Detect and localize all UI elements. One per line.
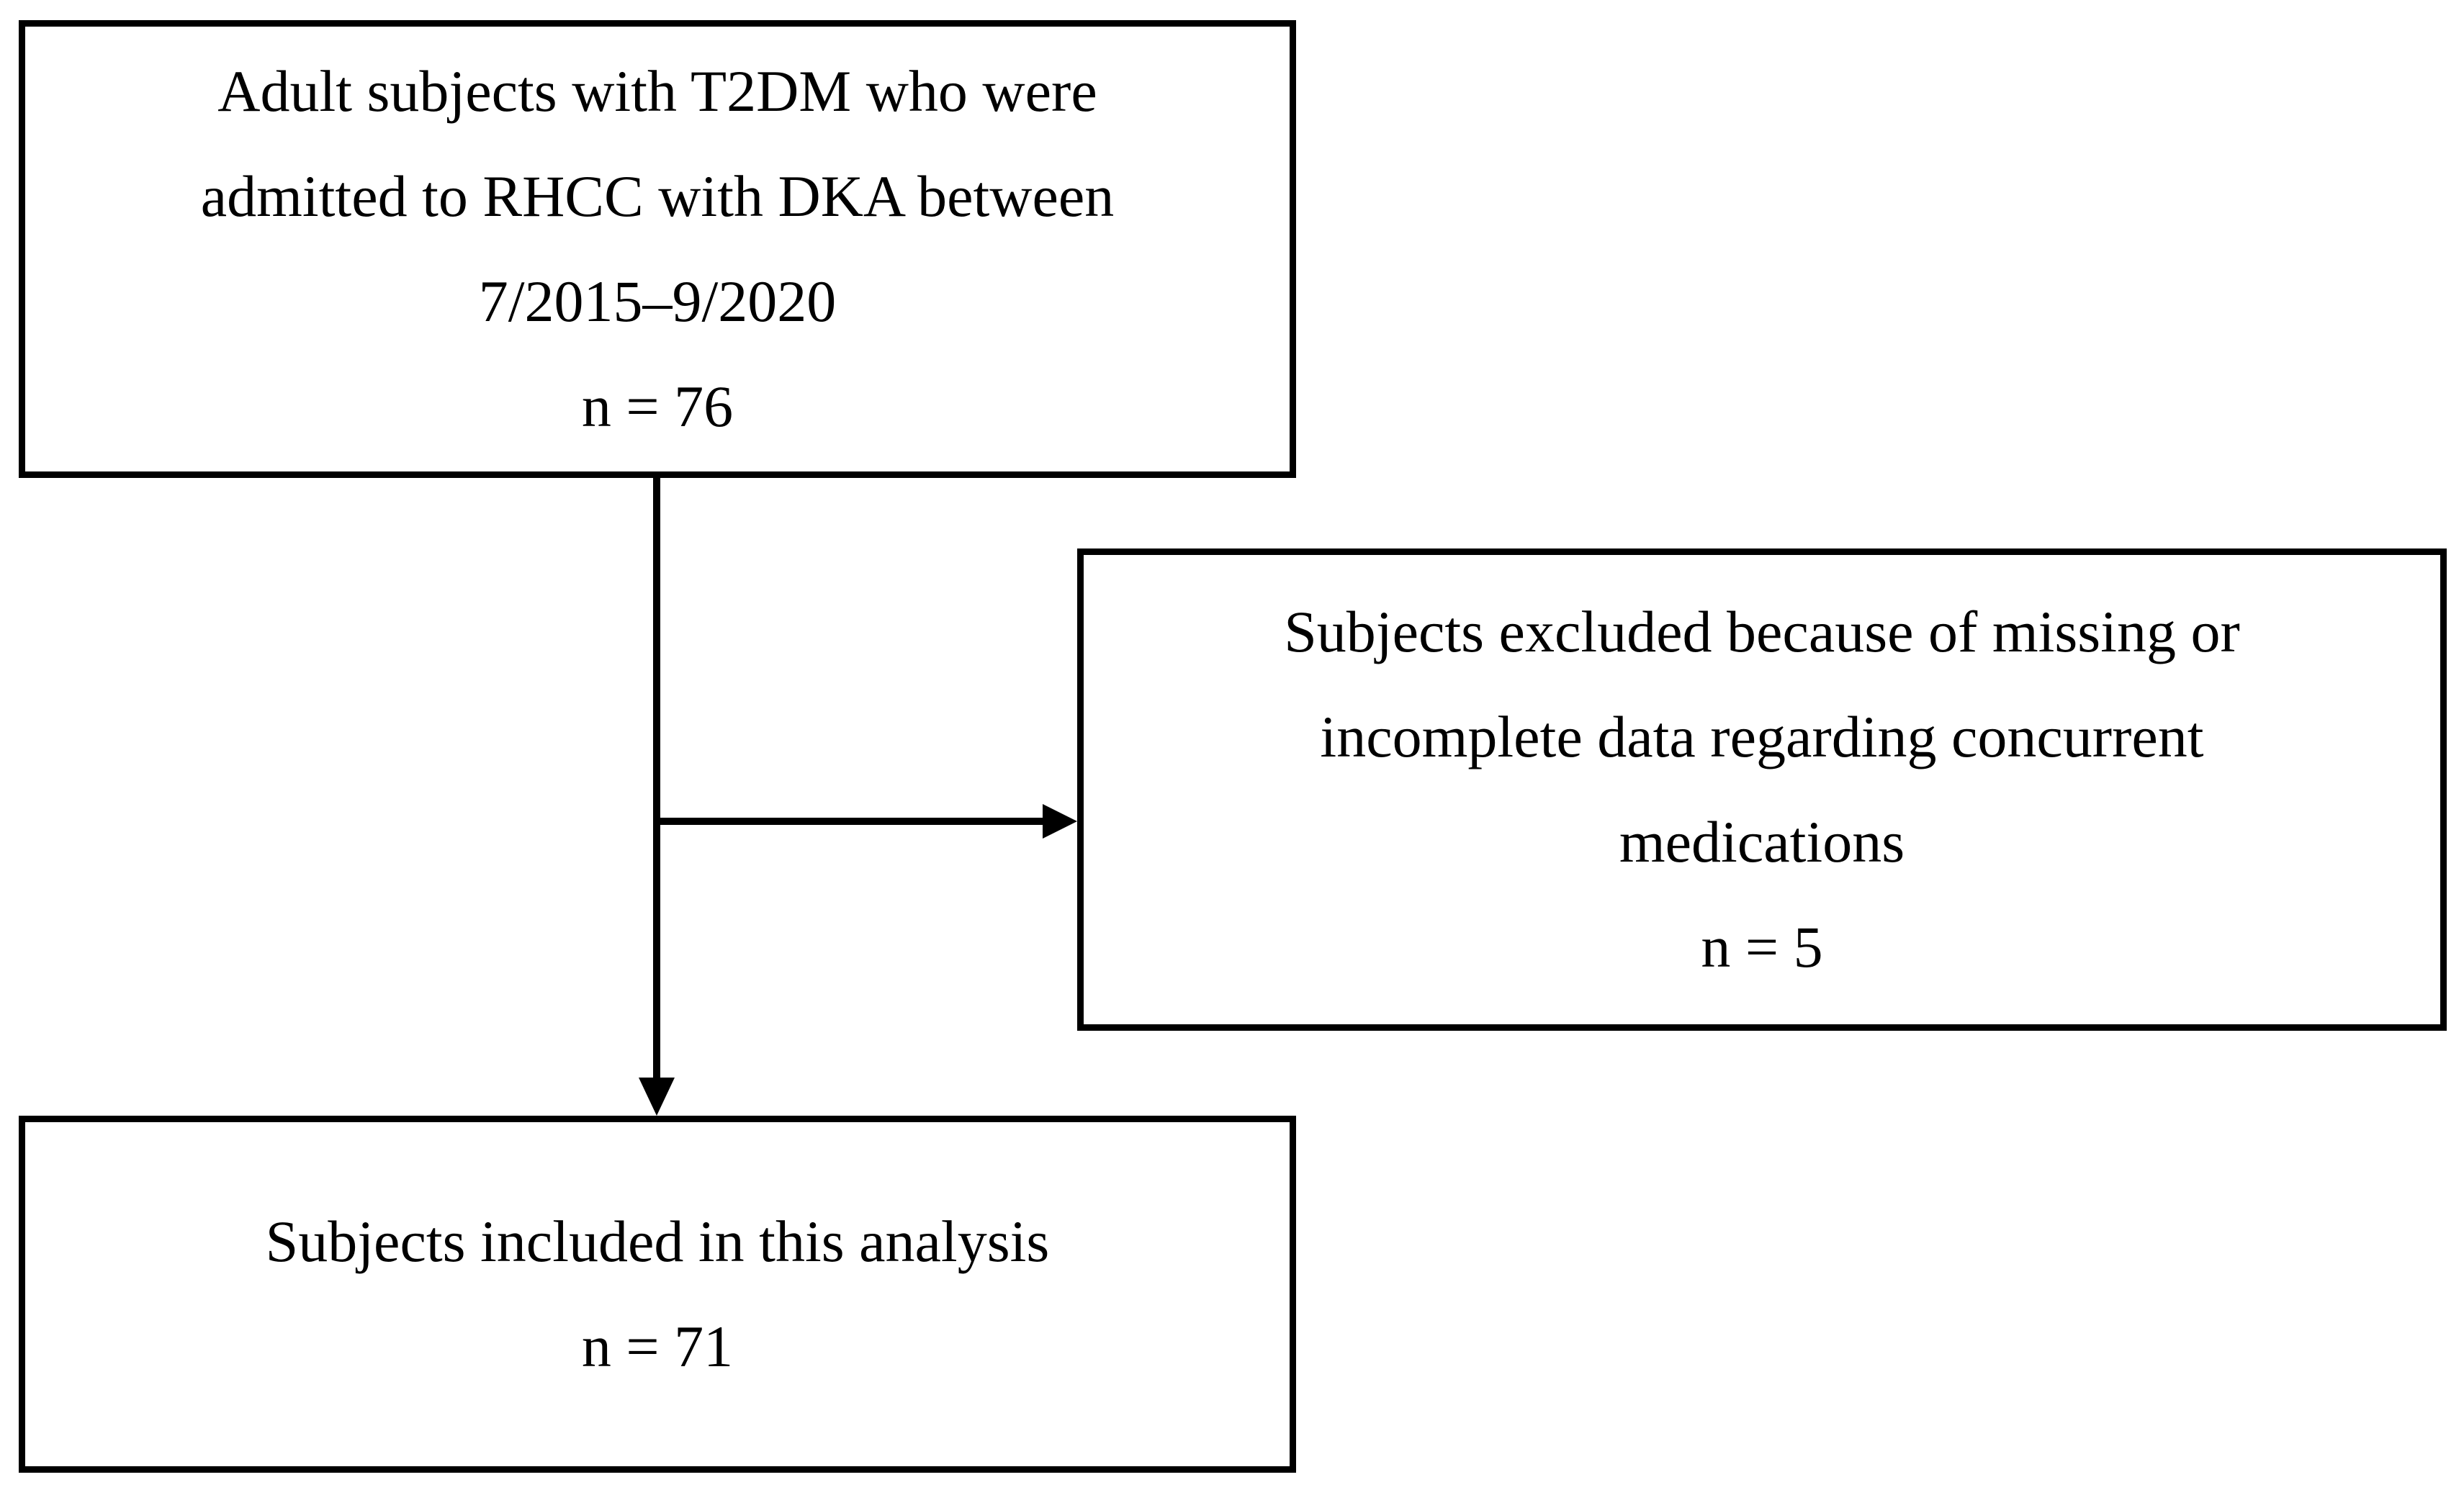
- arrowhead-down-icon: [639, 1078, 675, 1116]
- included-count: n = 71: [581, 1314, 734, 1379]
- excluded-text-line: Subjects excluded because of missing or: [1284, 599, 2240, 664]
- excluded-text-line: medications: [1619, 809, 1905, 875]
- included-text-line: Subjects included in this analysis: [265, 1209, 1050, 1274]
- enrolled-text-line: 7/2015–9/2020: [478, 268, 837, 334]
- enrolled-text-line: admitted to RHCC with DKA between: [200, 163, 1115, 229]
- enrolled-count: n = 76: [581, 374, 734, 439]
- excluded-count: n = 5: [1701, 914, 1823, 980]
- enrolled-text-line: Adult subjects with T2DM who were: [217, 58, 1097, 124]
- arrowhead-right-icon: [1043, 804, 1077, 839]
- excluded-subjects-box: Subjects excluded because of missing or …: [1077, 548, 2447, 1031]
- enrolled-subjects-box: Adult subjects with T2DM who were admitt…: [19, 20, 1296, 478]
- included-subjects-box: Subjects included in this analysis n = 7…: [19, 1116, 1296, 1473]
- excluded-text-line: incomplete data regarding concurrent: [1320, 704, 2204, 769]
